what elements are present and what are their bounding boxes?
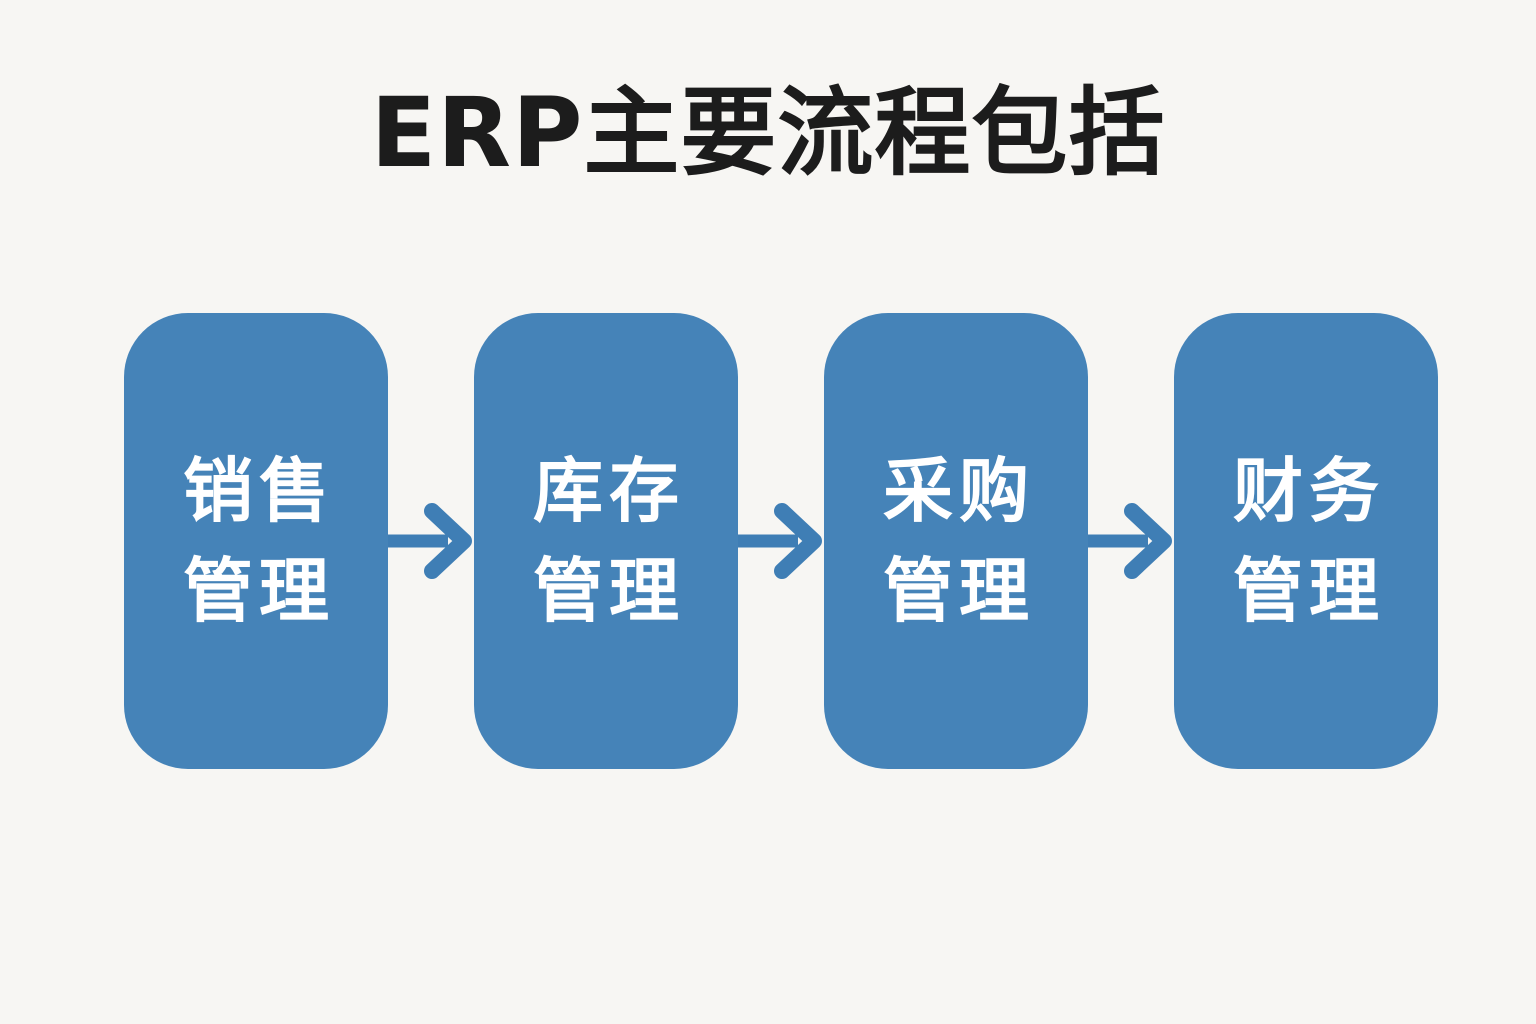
process-step-finance: 财务 管理: [1174, 313, 1438, 770]
process-flow: 销售 管理 库存 管理 采购 管理 财务 管理: [26, 313, 1536, 770]
step-label-line1: 库存: [533, 450, 685, 533]
process-step-procurement: 采购 管理: [824, 313, 1088, 770]
step-label-line2: 管理: [533, 550, 685, 633]
diagram-title: ERP主要流程包括: [370, 77, 1166, 189]
step-label-line2: 管理: [883, 550, 1035, 633]
right-arrow-icon: [1088, 503, 1172, 580]
step-label-line2: 管理: [183, 550, 335, 633]
step-label-line1: 销售: [183, 450, 335, 533]
process-step-inventory: 库存 管理: [474, 313, 738, 770]
step-label-line2: 管理: [1233, 550, 1385, 633]
step-label-line1: 财务: [1233, 450, 1385, 533]
step-label-line1: 采购: [883, 450, 1035, 533]
right-arrow-icon: [738, 503, 822, 580]
process-step-sales: 销售 管理: [124, 313, 388, 770]
right-arrow-icon: [388, 503, 472, 580]
